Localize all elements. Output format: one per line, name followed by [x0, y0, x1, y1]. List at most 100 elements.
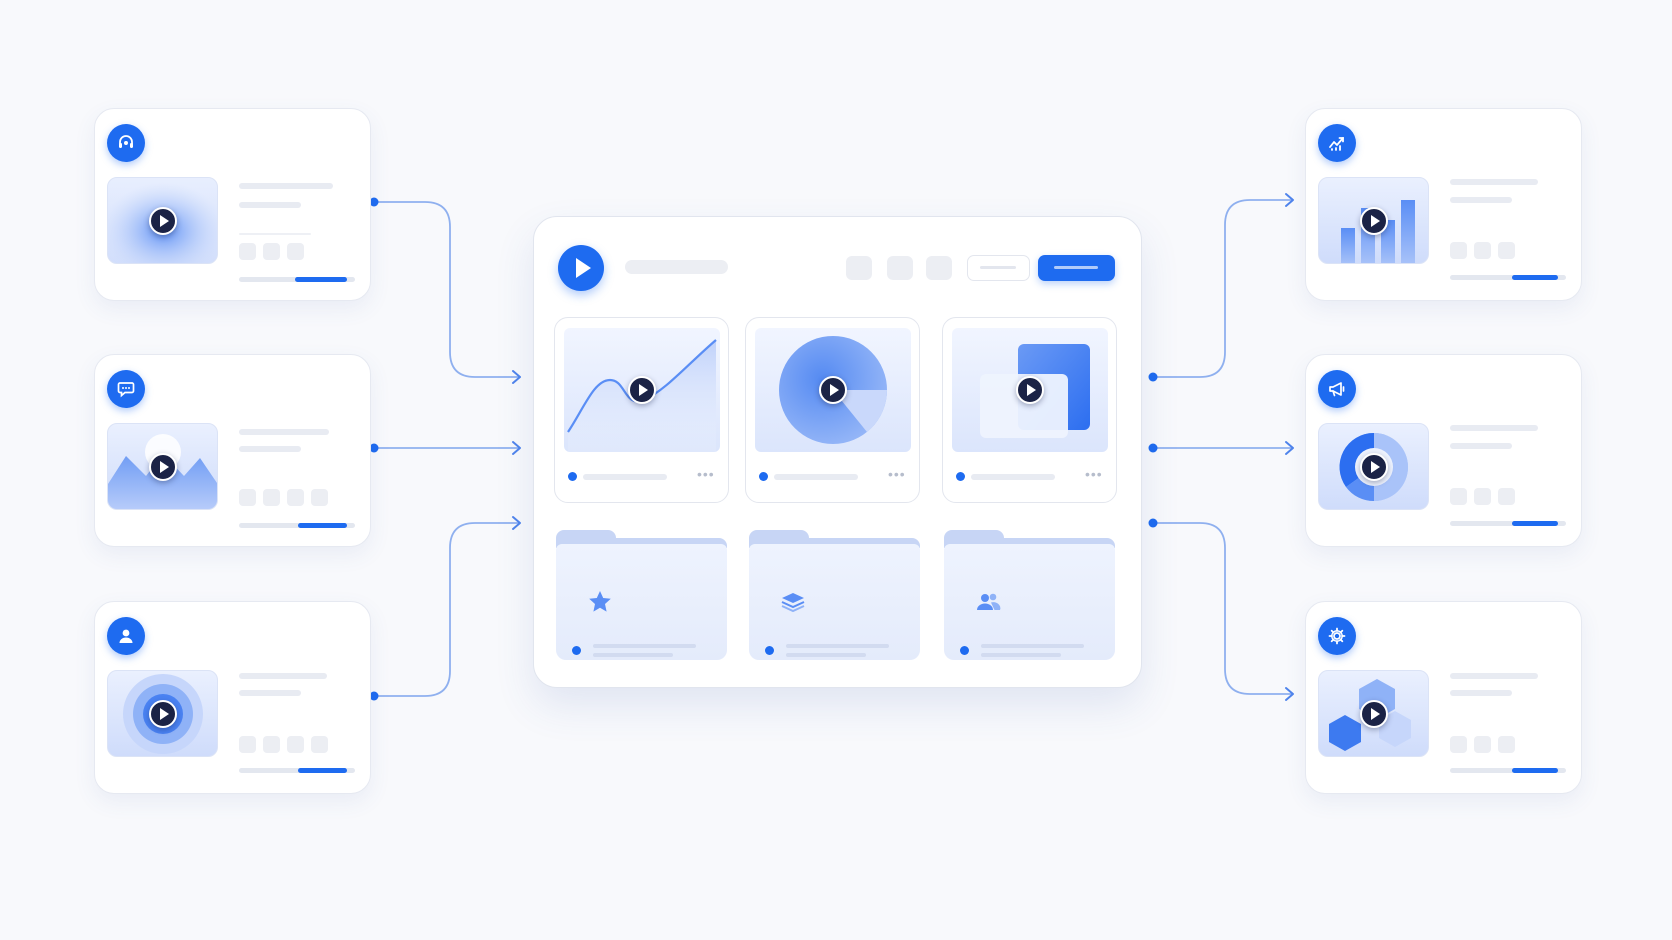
video-thumbnail[interactable] — [107, 423, 218, 510]
progress-bar — [239, 523, 355, 528]
status-dot — [568, 472, 577, 481]
media-card-pie-chart[interactable]: ••• — [745, 317, 920, 503]
output-card-3[interactable] — [1305, 601, 1582, 794]
video-thumbnail[interactable] — [952, 328, 1108, 452]
action-button[interactable] — [287, 489, 304, 506]
input-card-2[interactable] — [94, 354, 371, 547]
play-icon[interactable] — [1360, 453, 1388, 481]
video-thumbnail[interactable] — [107, 177, 218, 264]
star-icon — [589, 591, 611, 612]
action-button[interactable] — [1474, 736, 1491, 753]
title-placeholder — [774, 474, 858, 480]
folder-team[interactable] — [944, 530, 1115, 660]
analytics-icon — [1318, 124, 1356, 162]
connector-dot — [1148, 443, 1158, 453]
connector-dot — [1148, 518, 1158, 528]
action-button[interactable] — [1450, 488, 1467, 505]
primary-button[interactable] — [1038, 255, 1115, 281]
video-thumbnail[interactable] — [1318, 177, 1429, 264]
text-placeholder — [981, 644, 1084, 648]
folder-strip — [944, 538, 1115, 548]
action-button[interactable] — [311, 489, 328, 506]
action-button[interactable] — [263, 243, 280, 260]
chat-icon — [107, 370, 145, 408]
action-button[interactable] — [239, 489, 256, 506]
folder-starred[interactable] — [556, 530, 727, 660]
output-card-1[interactable] — [1305, 108, 1582, 301]
video-thumbnail[interactable] — [564, 328, 720, 452]
action-button[interactable] — [1450, 242, 1467, 259]
user-icon — [107, 617, 145, 655]
users-icon — [977, 593, 1001, 610]
toolbar-button[interactable] — [846, 256, 872, 280]
output-card-2[interactable] — [1305, 354, 1582, 547]
text-placeholder — [786, 644, 889, 648]
folder-body — [749, 544, 920, 660]
text-placeholder — [593, 644, 696, 648]
folder-strip — [556, 538, 727, 548]
play-logo-icon[interactable] — [558, 245, 604, 291]
status-dot — [572, 646, 581, 655]
progress-bar — [239, 277, 355, 282]
action-button[interactable] — [1498, 736, 1515, 753]
action-button[interactable] — [311, 736, 328, 753]
toolbar-button[interactable] — [887, 256, 913, 280]
text-placeholder — [981, 653, 1061, 657]
folder-body — [556, 544, 727, 660]
play-icon[interactable] — [628, 376, 656, 404]
action-button[interactable] — [287, 243, 304, 260]
action-button[interactable] — [239, 243, 256, 260]
progress-bar — [1450, 768, 1566, 773]
connector-dot — [1148, 372, 1158, 382]
progress-fill — [295, 277, 347, 282]
status-dot — [765, 646, 774, 655]
title-placeholder — [239, 429, 329, 435]
more-icon[interactable]: ••• — [888, 466, 906, 482]
play-icon[interactable] — [1360, 207, 1388, 235]
action-button[interactable] — [1474, 242, 1491, 259]
media-card-windows[interactable]: ••• — [942, 317, 1117, 503]
subtitle-placeholder — [1450, 443, 1512, 449]
title-placeholder — [625, 260, 728, 274]
media-card-line-chart[interactable]: ••• — [554, 317, 729, 503]
divider — [239, 233, 311, 235]
title-placeholder — [583, 474, 667, 480]
action-button[interactable] — [239, 736, 256, 753]
action-button[interactable] — [263, 489, 280, 506]
progress-bar — [1450, 275, 1566, 280]
play-icon[interactable] — [1016, 376, 1044, 404]
action-button[interactable] — [1450, 736, 1467, 753]
action-button[interactable] — [287, 736, 304, 753]
input-card-3[interactable] — [94, 601, 371, 794]
folder-layers[interactable] — [749, 530, 920, 660]
play-icon[interactable] — [149, 700, 177, 728]
input-card-1[interactable] — [94, 108, 371, 301]
title-placeholder — [239, 183, 333, 189]
subtitle-placeholder — [1450, 197, 1512, 203]
status-dot — [960, 646, 969, 655]
progress-bar — [1450, 521, 1566, 526]
more-icon[interactable]: ••• — [697, 466, 715, 482]
video-thumbnail[interactable] — [107, 670, 218, 757]
video-thumbnail[interactable] — [1318, 423, 1429, 510]
action-button[interactable] — [1498, 488, 1515, 505]
action-button[interactable] — [263, 736, 280, 753]
text-placeholder — [593, 653, 673, 657]
play-icon[interactable] — [819, 376, 847, 404]
folder-strip — [749, 538, 920, 548]
toolbar-button[interactable] — [926, 256, 952, 280]
action-button[interactable] — [1498, 242, 1515, 259]
title-placeholder — [1450, 179, 1538, 185]
secondary-button[interactable] — [967, 255, 1030, 281]
play-icon[interactable] — [149, 453, 177, 481]
title-placeholder — [971, 474, 1055, 480]
play-icon[interactable] — [149, 207, 177, 235]
more-icon[interactable]: ••• — [1085, 466, 1103, 482]
action-button[interactable] — [1474, 488, 1491, 505]
headset-icon — [107, 124, 145, 162]
video-thumbnail[interactable] — [1318, 670, 1429, 757]
video-thumbnail[interactable] — [755, 328, 911, 452]
connector-input-1 — [374, 201, 521, 384]
play-icon[interactable] — [1360, 700, 1388, 728]
progress-fill — [1512, 275, 1558, 280]
